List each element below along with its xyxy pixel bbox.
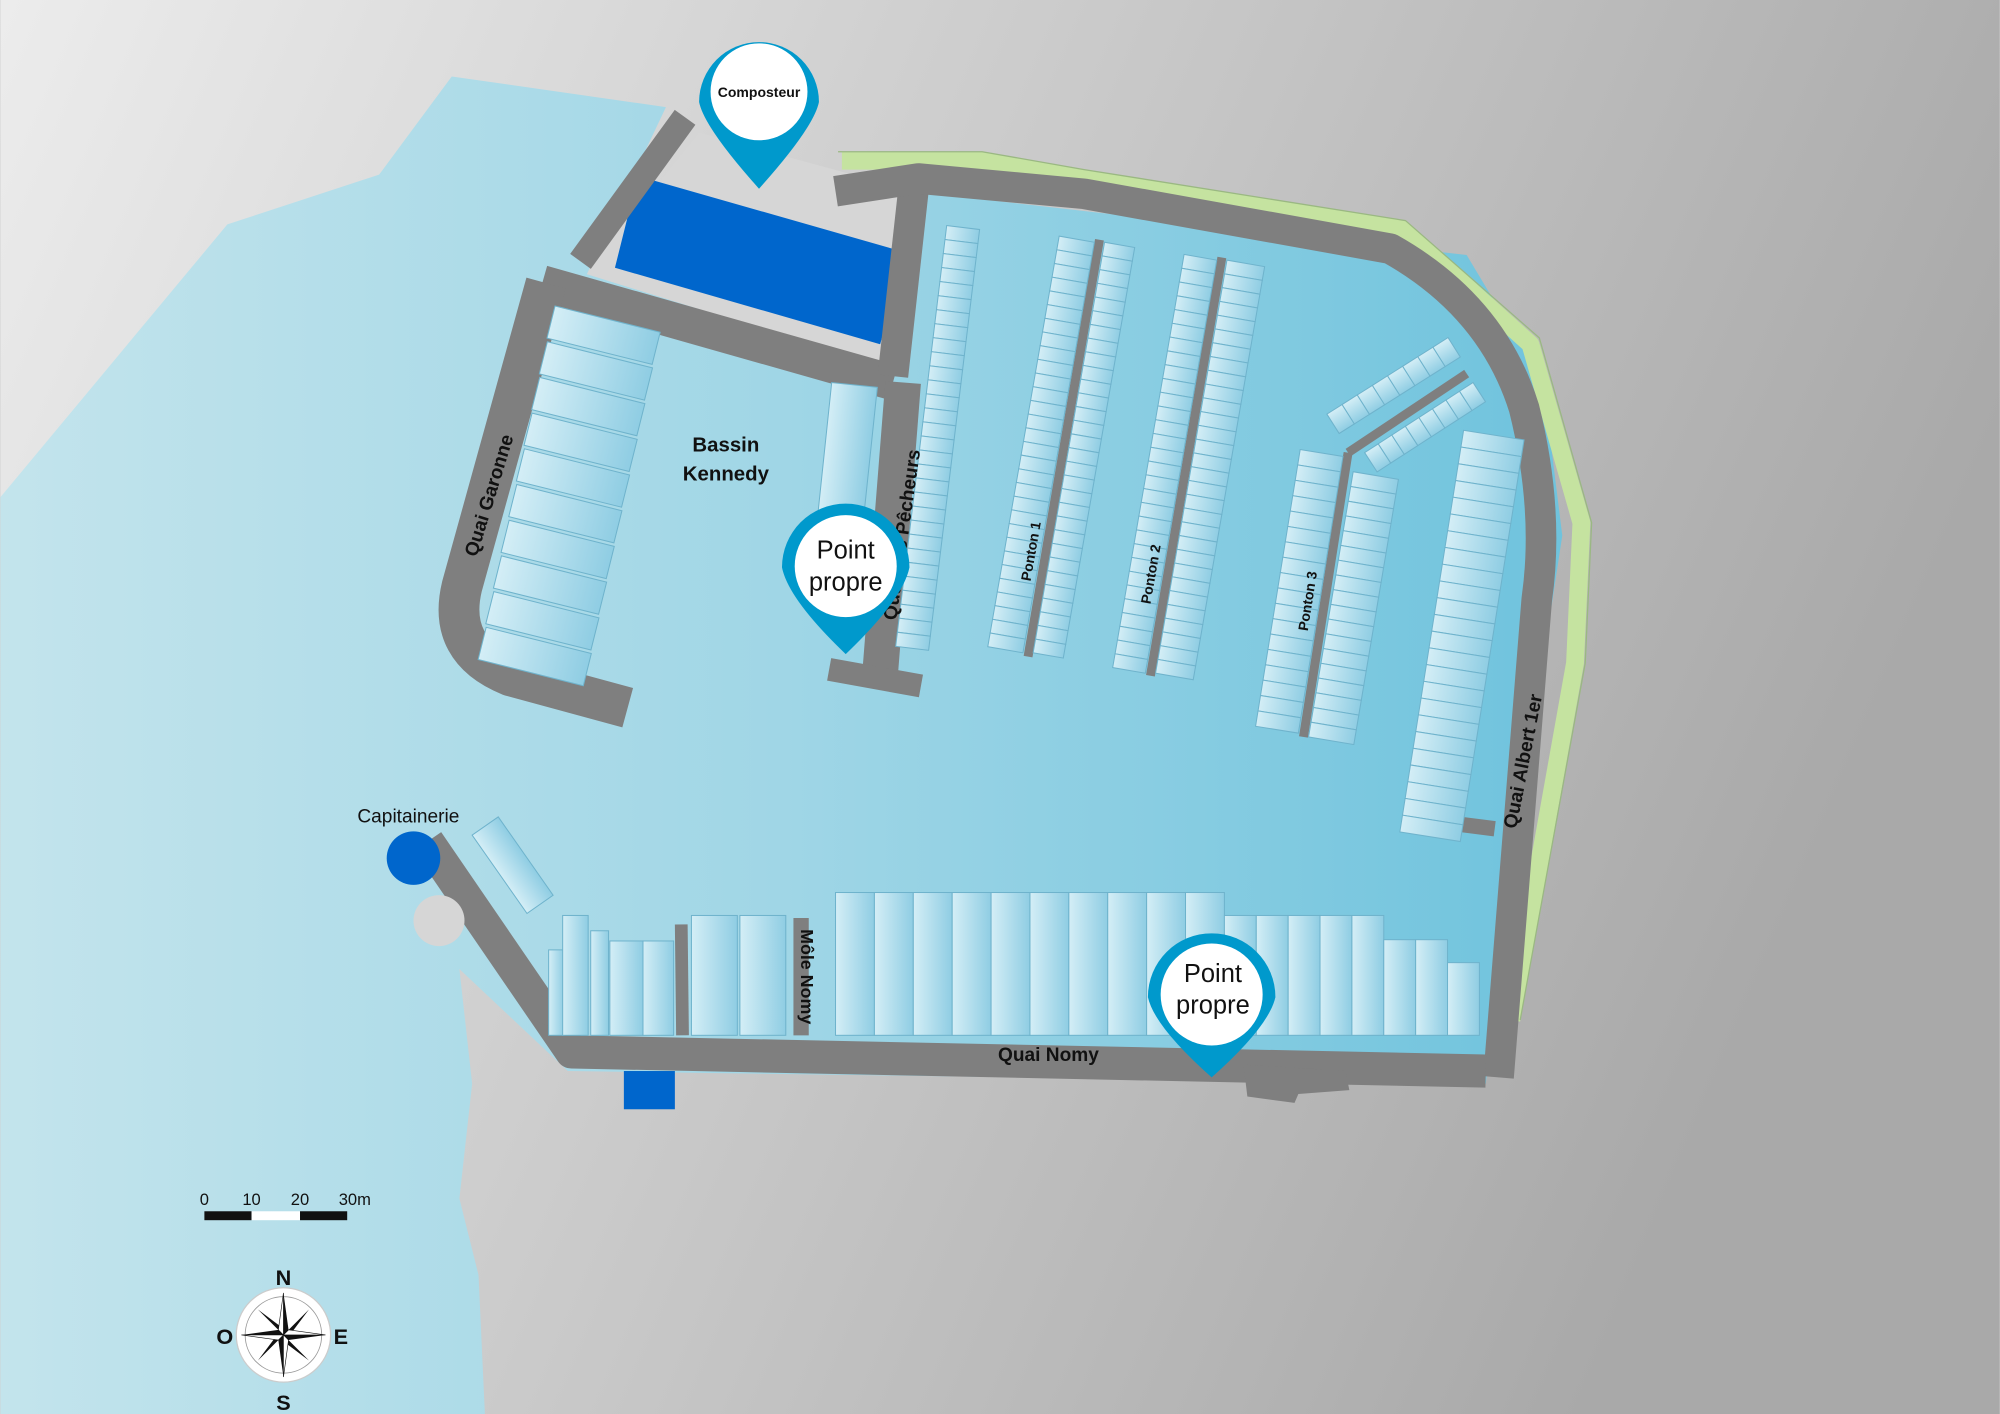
berth <box>1363 443 1392 473</box>
berth <box>546 305 661 366</box>
berth <box>523 412 638 473</box>
berth <box>508 483 623 544</box>
berth <box>739 914 787 1036</box>
capitainerie-marker[interactable] <box>386 831 441 885</box>
berth <box>1032 638 1067 659</box>
berth <box>895 631 931 651</box>
berth <box>987 632 1026 654</box>
berth <box>590 930 610 1036</box>
berth <box>1319 914 1353 1036</box>
quays <box>413 109 1557 1103</box>
scale-tick-10: 10 <box>242 1190 260 1209</box>
berth <box>690 914 738 1036</box>
point-propre-pin-1[interactable]: Point propre <box>781 503 910 655</box>
jetty-end <box>413 895 465 947</box>
facility-square[interactable] <box>623 1071 675 1110</box>
berth <box>485 590 600 651</box>
scale-tick-20: 20 <box>291 1190 309 1209</box>
point-propre-pin-2[interactable]: Point propre <box>1147 933 1276 1078</box>
compass-n: N <box>276 1265 292 1290</box>
berth <box>1326 403 1356 435</box>
green-strip-edge <box>838 151 1593 1021</box>
berth <box>492 555 608 615</box>
berth <box>500 519 615 580</box>
berth <box>1415 939 1449 1036</box>
berths <box>471 224 1525 1036</box>
berth <box>1029 892 1070 1036</box>
ponton-3-walkway <box>1299 451 1353 738</box>
berth <box>1154 658 1197 681</box>
pontoons <box>1023 238 1470 738</box>
berth <box>1068 892 1109 1036</box>
berth <box>1447 962 1480 1036</box>
scale-bar: 0 10 20 30m <box>200 1190 371 1221</box>
quai-nomy-label: Quai Nomy <box>998 1045 1099 1066</box>
point-propre-2-label-2: propre <box>1176 992 1250 1020</box>
berth <box>1287 914 1321 1036</box>
composteur-pin-label: Composteur <box>718 84 801 100</box>
composteur-pin[interactable]: Composteur <box>699 42 819 189</box>
berth <box>477 626 592 687</box>
point-propre-1-label-2: propre <box>809 568 883 596</box>
berth <box>1107 892 1148 1036</box>
berth <box>562 914 589 1036</box>
berth <box>1307 721 1357 746</box>
berth <box>548 949 565 1036</box>
compass-w: O <box>216 1324 233 1349</box>
basin-label-2: Kennedy <box>683 464 770 486</box>
berth <box>835 892 875 1036</box>
berth <box>1383 939 1417 1036</box>
berth <box>951 892 992 1036</box>
point-propre-2-label: Point <box>1184 960 1242 988</box>
compass-e: E <box>334 1324 348 1349</box>
ponton-1-walkway <box>1023 238 1104 658</box>
berth <box>873 892 914 1036</box>
berth <box>531 376 646 437</box>
berth <box>990 892 1031 1036</box>
ponton-3-branch <box>1345 369 1470 457</box>
mole-nomy-label: Môle Nomy <box>797 929 817 1024</box>
basin-label: Bassin <box>692 434 759 456</box>
berth <box>912 892 953 1036</box>
compass-s: S <box>276 1390 290 1414</box>
berth <box>1399 814 1464 843</box>
scale-tick-30: 30m <box>339 1190 371 1209</box>
berth <box>609 940 644 1036</box>
berth <box>642 940 675 1036</box>
berth <box>1351 914 1385 1036</box>
berth <box>471 816 554 915</box>
berth <box>515 448 631 508</box>
point-propre-1-label: Point <box>817 536 875 564</box>
berth <box>1254 710 1302 734</box>
berth <box>1112 653 1149 674</box>
scale-tick-0: 0 <box>200 1190 209 1209</box>
capitainerie-label: Capitainerie <box>357 806 459 827</box>
ponton-2-walkway <box>1146 256 1227 677</box>
compass-rose: N S E O <box>216 1265 348 1414</box>
berth <box>538 341 654 401</box>
composteur-area <box>614 175 906 345</box>
